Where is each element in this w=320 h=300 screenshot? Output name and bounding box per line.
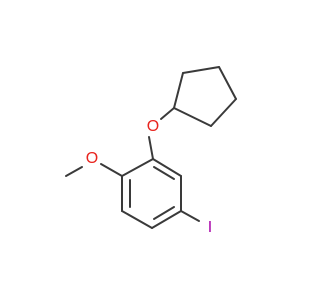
molecule-canvas: O O I <box>65 66 237 236</box>
bond-cp1-cp2 <box>173 72 184 109</box>
bond-cp2-cp3 <box>182 66 220 74</box>
iodine-label: I <box>208 219 212 236</box>
bond-cp4-cp5 <box>210 98 237 127</box>
bond-c4-c5 <box>151 210 182 229</box>
bond-c2-c3 <box>152 158 182 177</box>
methoxy-oxygen-label: O <box>86 150 98 167</box>
methoxy-group <box>65 163 123 177</box>
structure-diagram: O O I <box>65 66 237 236</box>
bond-methoxy-oxygen-methyl <box>65 166 83 177</box>
bond-cp5-cp1 <box>173 107 212 127</box>
iodo-substituent <box>180 210 200 222</box>
aromatic-inner-line-b <box>153 206 175 220</box>
bond-c1-c2 <box>121 158 154 177</box>
bond-ether-oxygen-c2 <box>148 136 154 160</box>
ether-oxygen-label: O <box>147 118 159 135</box>
bond-c1-methoxy-oxygen <box>100 163 123 177</box>
bond-cp1-ether-oxygen <box>160 107 175 120</box>
benzene-ring <box>121 158 182 229</box>
ether-linkage <box>148 107 175 160</box>
bond-cp3-cp4 <box>218 66 237 100</box>
bond-c4-iodine <box>180 210 200 222</box>
aromatic-inner-line-a <box>153 166 175 180</box>
cyclopentyl-ring <box>173 66 237 127</box>
bond-c5-c6 <box>121 210 153 229</box>
